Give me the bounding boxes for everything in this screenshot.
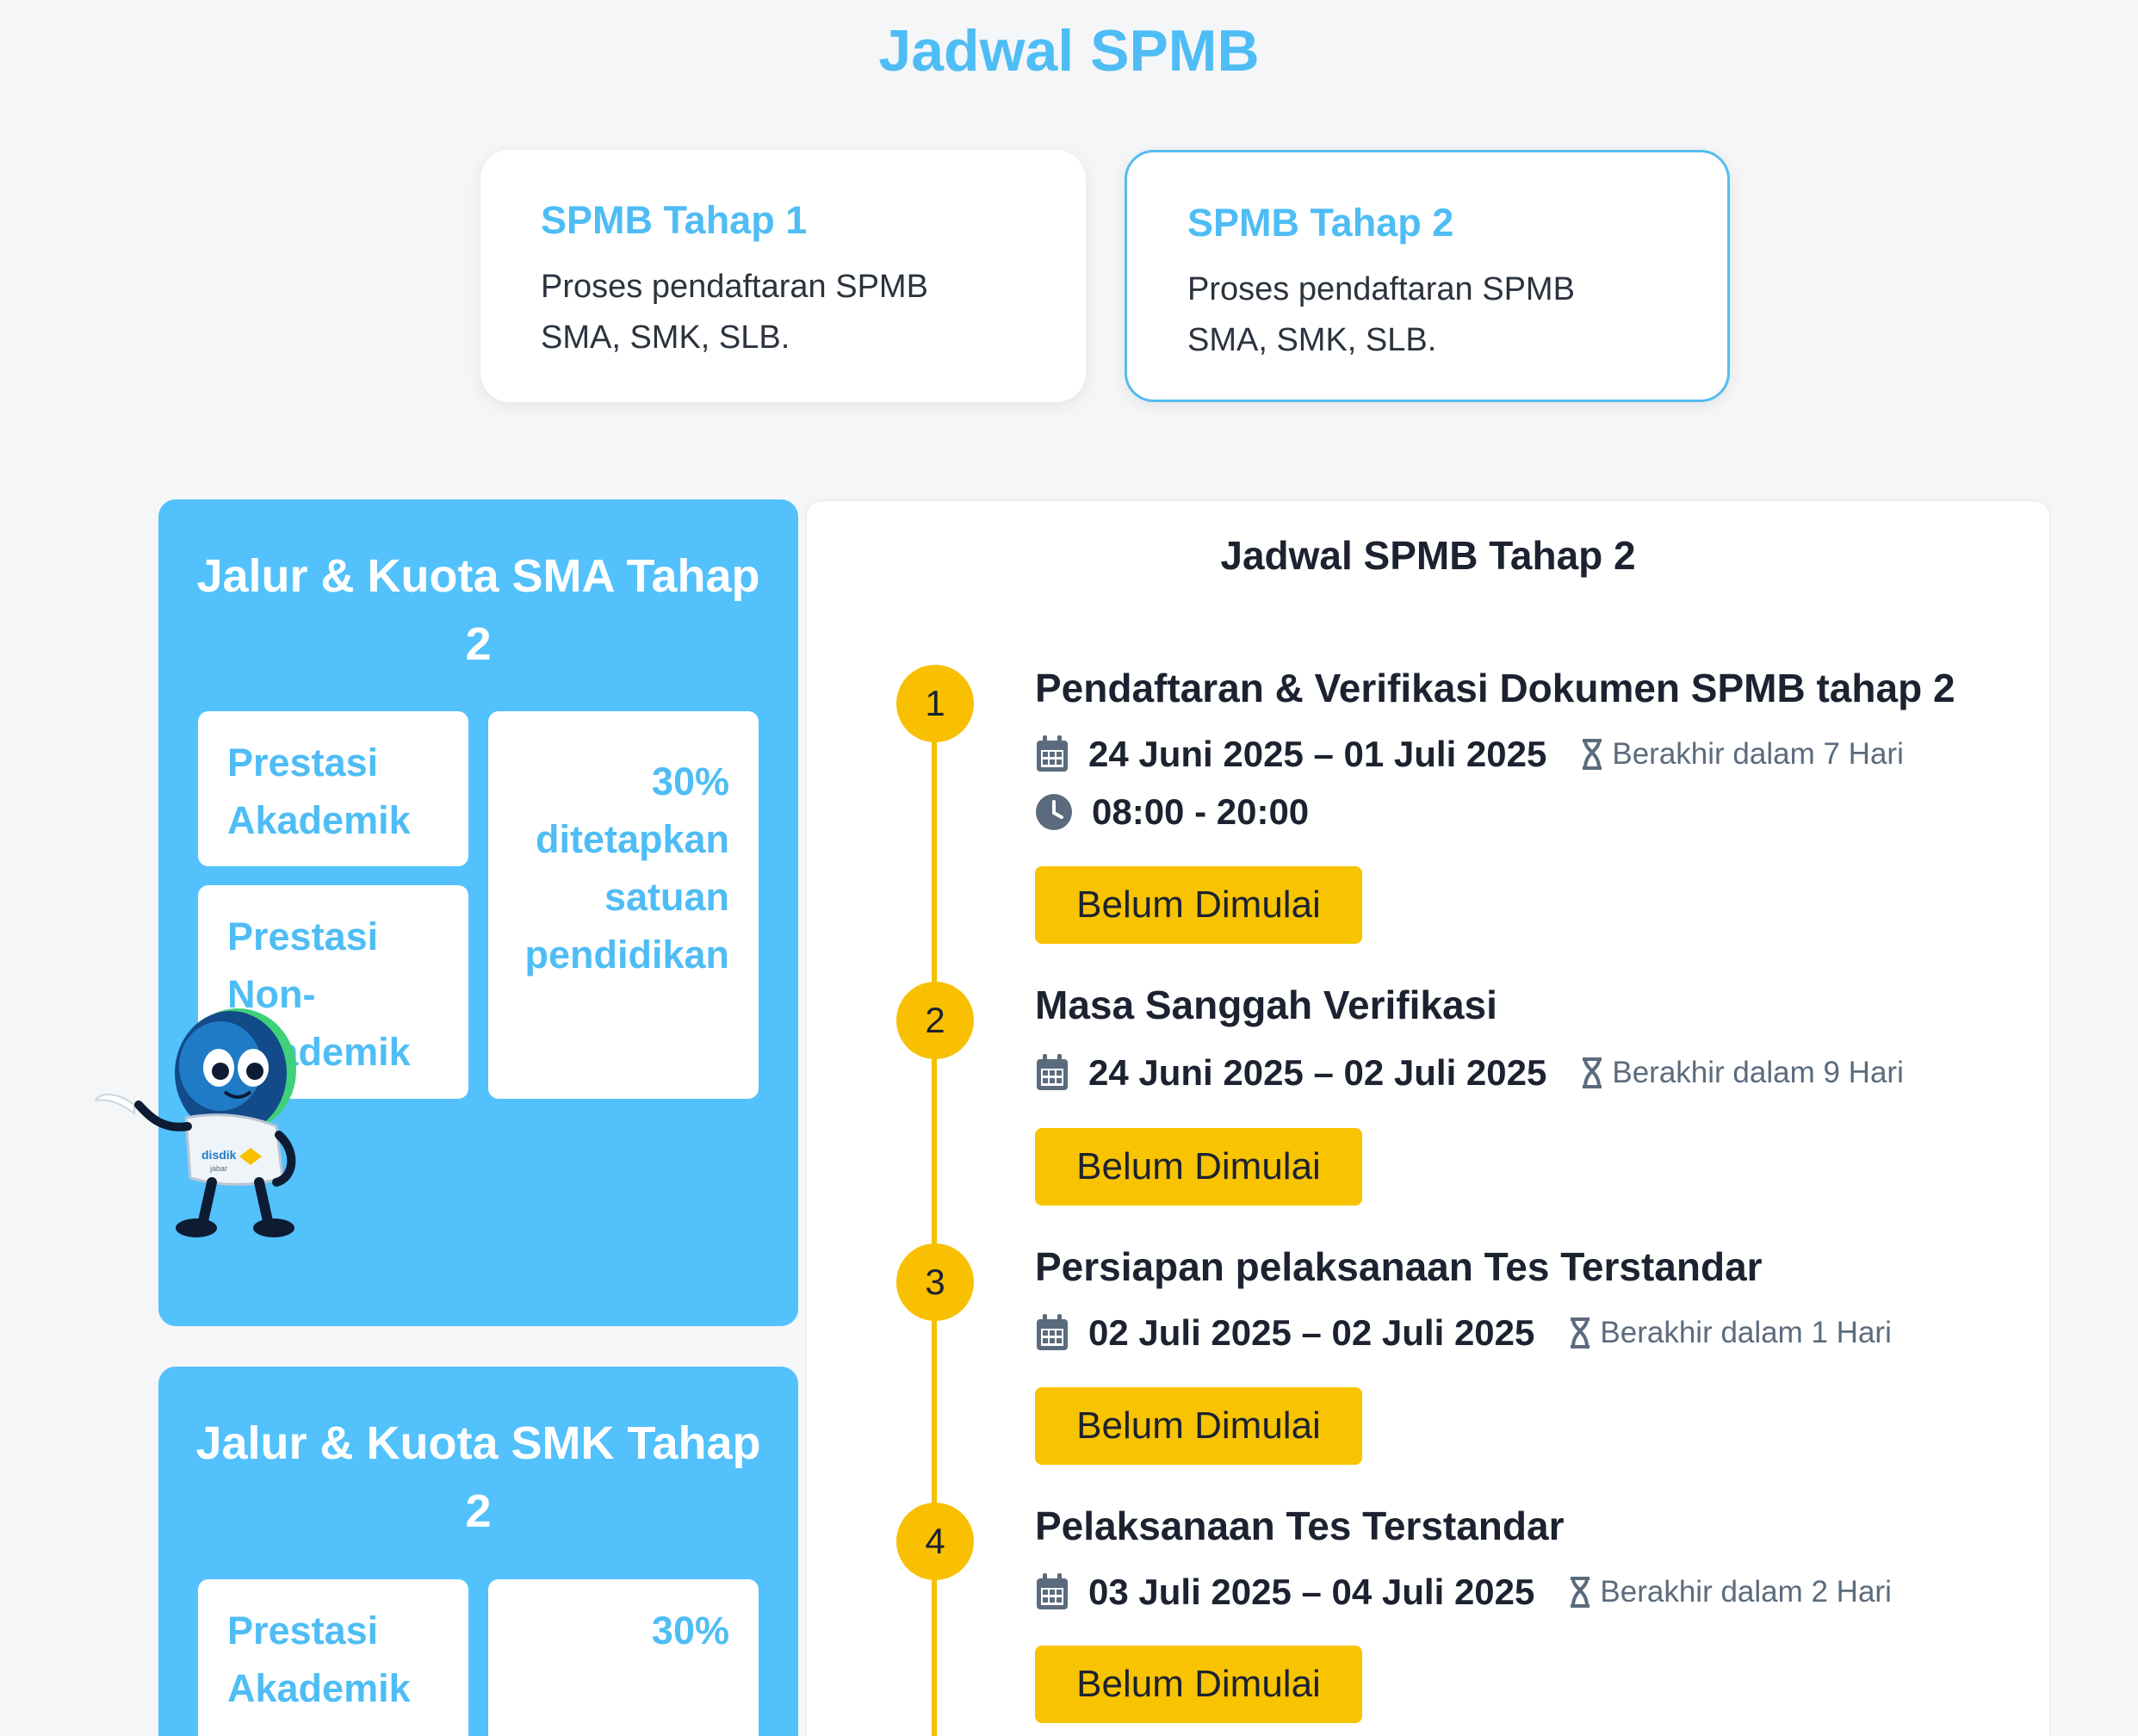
schedule-card: Jadwal SPMB Tahap 2 1 Pendaftaran & Veri…	[805, 499, 2051, 1736]
step-number: 4	[896, 1503, 974, 1580]
hourglass-icon	[1583, 739, 1602, 770]
tab-title: SPMB Tahap 2	[1187, 201, 1454, 245]
schedule-item-title: Pelaksanaan Tes Terstandar	[1035, 1504, 1565, 1548]
quota-value: 30%	[488, 1579, 759, 1736]
status-button[interactable]: Belum Dimulai	[1035, 866, 1362, 944]
status-button[interactable]: Belum Dimulai	[1035, 1646, 1362, 1723]
tab-description: Proses pendaftaran SPMB SMA, SMK, SLB.	[1187, 271, 1575, 358]
quota-title: Jalur & Kuota SMK Tahap 2	[195, 1417, 761, 1537]
quota-value: 30% ditetapkan satuan pendidikan	[488, 711, 759, 1099]
schedule-item-date: 24 Juni 2025 – 01 Juli 2025 Berakhir dal…	[1035, 734, 1904, 775]
quota-title: Jalur & Kuota SMA Tahap 2	[196, 550, 760, 670]
step-number: 2	[896, 982, 974, 1059]
quota-label-prestasi-akademik: Prestasi Akademik	[198, 711, 468, 866]
mascot-illustration: disdik jabar	[94, 1008, 296, 1237]
schedule-item-time: 08:00 - 20:00	[1035, 791, 1309, 833]
step-number: 3	[896, 1243, 974, 1321]
mascot-badge-text: disdik	[201, 1148, 237, 1162]
calendar-icon	[1037, 1573, 1068, 1609]
quota-panel-smk: Jalur & Kuota SMK Tahap 2 Prestasi Akade…	[158, 1367, 798, 1736]
schedule-item-date: 03 Juli 2025 – 04 Juli 2025 Berakhir dal…	[1035, 1572, 1892, 1613]
schedule-item-date: 24 Juni 2025 – 02 Juli 2025 Berakhir dal…	[1035, 1052, 1904, 1094]
quota-label-prestasi-akademik: Prestasi Akademik	[198, 1579, 468, 1736]
tab-spmb-tahap-1[interactable]: SPMB Tahap 1 Proses pendaftaran SPMB SMA…	[480, 150, 1086, 402]
tab-title: SPMB Tahap 1	[541, 198, 808, 242]
calendar-icon	[1037, 735, 1068, 772]
clock-icon	[1036, 794, 1072, 830]
hourglass-icon	[1583, 1057, 1602, 1088]
schedule-item-title: Masa Sanggah Verifikasi	[1035, 983, 1497, 1027]
schedule-item-title: Persiapan pelaksanaan Tes Terstandar	[1035, 1244, 1763, 1289]
status-button[interactable]: Belum Dimulai	[1035, 1387, 1362, 1465]
quota-panel-sma: Jalur & Kuota SMA Tahap 2 Prestasi Akade…	[158, 499, 798, 1326]
status-button[interactable]: Belum Dimulai	[1035, 1128, 1362, 1206]
tab-spmb-tahap-2[interactable]: SPMB Tahap 2 Proses pendaftaran SPMB SMA…	[1125, 150, 1730, 402]
tab-description: Proses pendaftaran SPMB SMA, SMK, SLB.	[541, 269, 928, 356]
svg-text:jabar: jabar	[209, 1164, 227, 1173]
hourglass-icon	[1571, 1318, 1590, 1348]
page-title: Jadwal SPMB	[878, 18, 1260, 84]
schedule-item-title: Pendaftaran & Verifikasi Dokumen SPMB ta…	[1035, 666, 1955, 710]
schedule-item-date: 02 Juli 2025 – 02 Juli 2025 Berakhir dal…	[1035, 1312, 1892, 1354]
step-number: 1	[896, 665, 974, 742]
calendar-icon	[1037, 1314, 1068, 1350]
calendar-icon	[1037, 1054, 1068, 1090]
timeline-line	[932, 699, 937, 1736]
schedule-title: Jadwal SPMB Tahap 2	[1220, 533, 1636, 578]
hourglass-icon	[1571, 1577, 1590, 1608]
